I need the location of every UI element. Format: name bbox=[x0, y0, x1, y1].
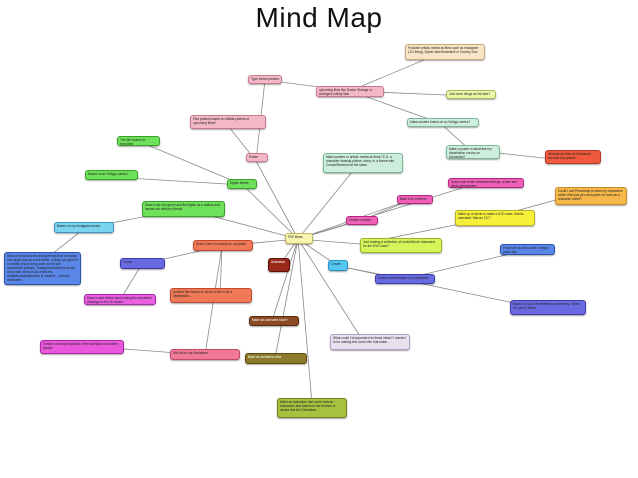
node-based-on-series[interactable]: Based on an Sofigyu series? bbox=[85, 170, 138, 180]
node-type-theme-posters[interactable]: Type theme posters bbox=[248, 75, 282, 84]
page-title: Mind Map bbox=[255, 2, 383, 33]
node-film-based-recruiting[interactable]: The film based on recruiting bbox=[117, 136, 160, 146]
node-make-animation-cartoon[interactable]: Make an animation that some cartoon char… bbox=[277, 398, 347, 418]
node-draw-green-lights[interactable]: Draw a set of a green and find lights as… bbox=[142, 201, 225, 217]
node-illustrations-deviantart[interactable]: Illustrations that my Deviantart account… bbox=[545, 150, 601, 164]
node-incorporate-ideas[interactable]: What could I incorporate into these idea… bbox=[330, 334, 410, 350]
node-animation[interactable]: Animation bbox=[268, 258, 290, 272]
node-poster[interactable]: Poster bbox=[246, 153, 268, 162]
node-make-posters-artistic[interactable]: Make posters or artistic media as films?… bbox=[323, 153, 403, 173]
node-concept-on-computer[interactable]: Draw a few of concept on computer bbox=[193, 240, 253, 251]
node-possible-artistic-media[interactable]: Possible artistic media as films such as… bbox=[405, 44, 485, 60]
node-based-on-instagram[interactable]: Based on my Instagram series bbox=[54, 222, 114, 233]
node-photoshop-characters[interactable]: Could I use Photoshop to draw my charact… bbox=[555, 187, 627, 205]
node-dvd-case-movie[interactable]: Make up a movie to make a DVD case, that… bbox=[455, 210, 535, 226]
node-animated-short[interactable]: Make an animated short? bbox=[249, 316, 299, 326]
node-another-film[interactable]: Another film based on what I'd like to b… bbox=[170, 288, 252, 303]
node-create[interactable]: Create bbox=[328, 260, 348, 271]
node-film-posters-official[interactable]: Film posters based on official posters o… bbox=[190, 115, 266, 129]
node-create-movie[interactable]: Create a movie bbox=[346, 216, 378, 225]
node-make-posters-series[interactable]: Make posters based on so Sofigyu series? bbox=[407, 118, 479, 127]
node-draw-world[interactable]: Draw a world and interesting things that… bbox=[4, 252, 81, 285]
node-digital-media[interactable]: Digital Media bbox=[227, 179, 257, 189]
node-draw-dark-theme[interactable]: Draw a dark theme surrounding the wonder… bbox=[84, 294, 156, 305]
node-draw-fan-characters[interactable]: Draw a set of fan characters/things, a d… bbox=[448, 178, 524, 188]
node-create-comedy[interactable]: Create a comedy that flow of the animati… bbox=[40, 340, 124, 354]
node-finish-comic[interactable]: Finish off my own comic I began years ag… bbox=[500, 244, 555, 255]
node-base-on-theme[interactable]: Base it on a theme bbox=[397, 195, 433, 204]
node-make-poster-dissertation[interactable]: Make a poster to advertise my dissertati… bbox=[446, 145, 500, 159]
node-based-on-life[interactable]: Based on your life related to some story… bbox=[510, 300, 586, 315]
node-upcoming-films[interactable]: upcoming films like Doctor Strange or Av… bbox=[316, 86, 384, 97]
node-draw-model-character[interactable]: Draw a model based on a character bbox=[375, 274, 435, 284]
node-gift-art-deviantart[interactable]: Gift Art on my Deviantart bbox=[170, 349, 240, 360]
node-comic[interactable]: Comic bbox=[120, 258, 165, 269]
node-comic-movie-characters[interactable]: Just reading a collection of comic/Movie… bbox=[360, 238, 442, 253]
node-center-fap-ideas[interactable]: FAP ideas bbox=[285, 233, 313, 244]
node-just-more-things[interactable]: Just more things as list idea? bbox=[446, 90, 496, 99]
node-animation-idea[interactable]: Base an animation idea bbox=[245, 353, 307, 364]
